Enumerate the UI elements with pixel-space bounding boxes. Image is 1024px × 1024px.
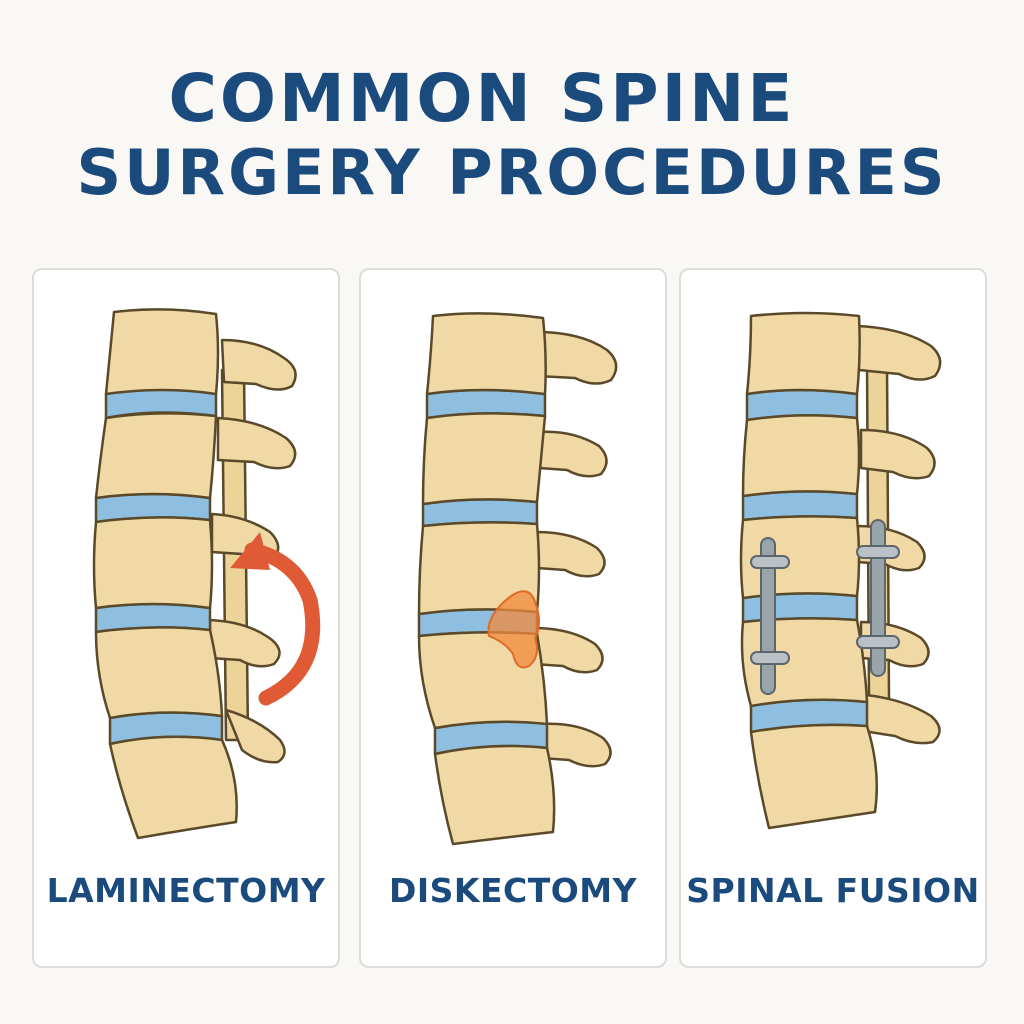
panel-spinal-fusion: SPINAL FUSION — [679, 268, 987, 968]
procedure-label: SPINAL FUSION — [686, 871, 980, 910]
panel-laminectomy: LAMINECTOMY — [32, 268, 340, 968]
spine-illustration-spinal-fusion — [739, 311, 942, 830]
procedure-label: DISKECTOMY — [388, 871, 638, 910]
screws-and-rods-icon — [750, 519, 900, 695]
page-title: COMMON SPINE SURGERY PROCEDURES — [0, 60, 1024, 210]
spine-illustration-laminectomy — [92, 308, 321, 840]
title-line-1: COMMON SPINE — [168, 60, 796, 138]
procedure-label: LAMINECTOMY — [46, 871, 326, 910]
arrow-icon — [244, 542, 321, 706]
herniation-highlight — [487, 590, 540, 669]
title-line-2: SURGERY PROCEDURES — [76, 136, 948, 210]
spine-illustration-diskectomy — [417, 312, 618, 846]
panel-diskectomy: DISKECTOMY — [359, 268, 667, 968]
